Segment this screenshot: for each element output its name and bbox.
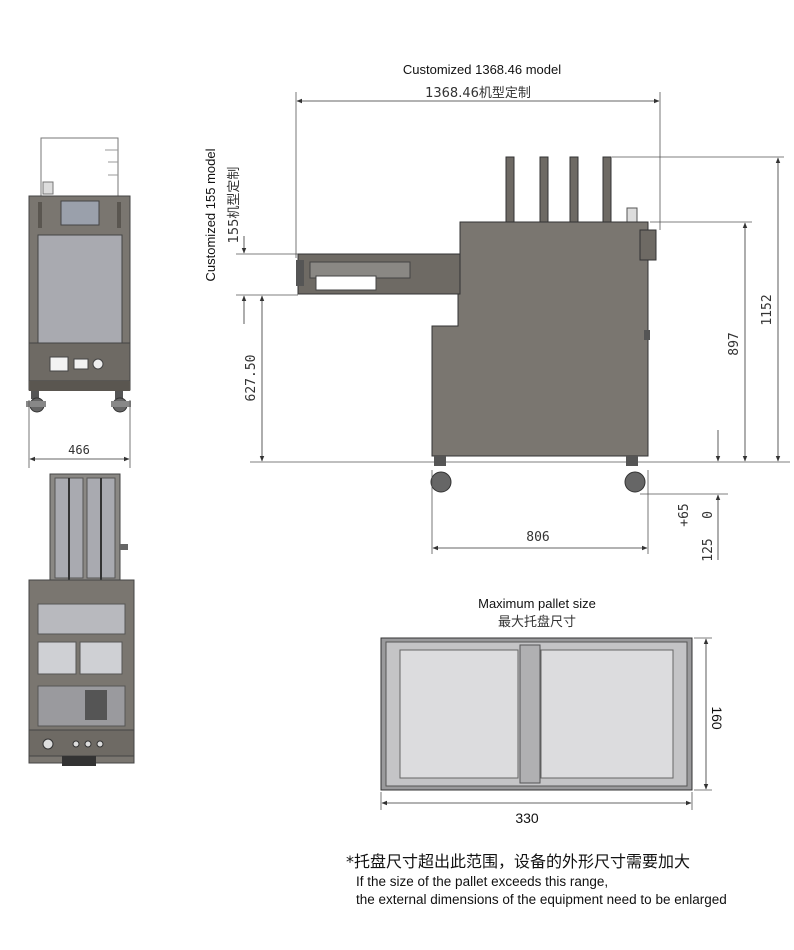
- note-cn: *托盘尺寸超出此范围，设备的外形尺寸需要加大: [346, 852, 691, 871]
- front-wheels: [26, 391, 131, 413]
- height-1152-dimension: 1152: [760, 294, 775, 325]
- base-width-dimension: 806: [526, 530, 549, 545]
- height-897-dimension: 897: [727, 332, 742, 355]
- top-hopper: [40, 137, 119, 197]
- front-view: 466: [26, 137, 131, 468]
- width-caption-en: Customized 1368.46 model: [403, 62, 561, 77]
- pallet-title-en: Maximum pallet size: [478, 596, 596, 611]
- side-wheels: [430, 456, 646, 493]
- adjust-zero-dimension: 0: [701, 511, 716, 519]
- side-body: [431, 221, 649, 457]
- height-627-dimension: 627.50: [244, 355, 259, 402]
- front-window: [37, 234, 123, 344]
- adjust-125-dimension: 125: [701, 538, 716, 561]
- pallet-title-cn: 最大托盘尺寸: [498, 614, 576, 630]
- width-caption-cn: 1368.46机型定制: [425, 86, 531, 101]
- height-caption-en: Customized 155 model: [203, 148, 218, 281]
- front-width-dimension: 466: [68, 443, 90, 457]
- note-en-line2: the external dimensions of the equipment…: [356, 892, 727, 907]
- top-view: [28, 473, 135, 766]
- control-screen: [60, 200, 100, 226]
- pallet-width-dimension: 330: [515, 810, 539, 826]
- adjust-plus-dimension: +65: [677, 503, 692, 526]
- note-en-line1: If the size of the pallet exceeds this r…: [356, 874, 609, 889]
- side-view: Customized 1368.46 model 1368.46机型定制 Cus…: [203, 62, 790, 562]
- height-caption-cn: 155机型定制: [227, 167, 242, 244]
- pallet-view: Maximum pallet size 最大托盘尺寸 330 160: [380, 596, 725, 826]
- pallet-height-dimension: 160: [709, 706, 725, 730]
